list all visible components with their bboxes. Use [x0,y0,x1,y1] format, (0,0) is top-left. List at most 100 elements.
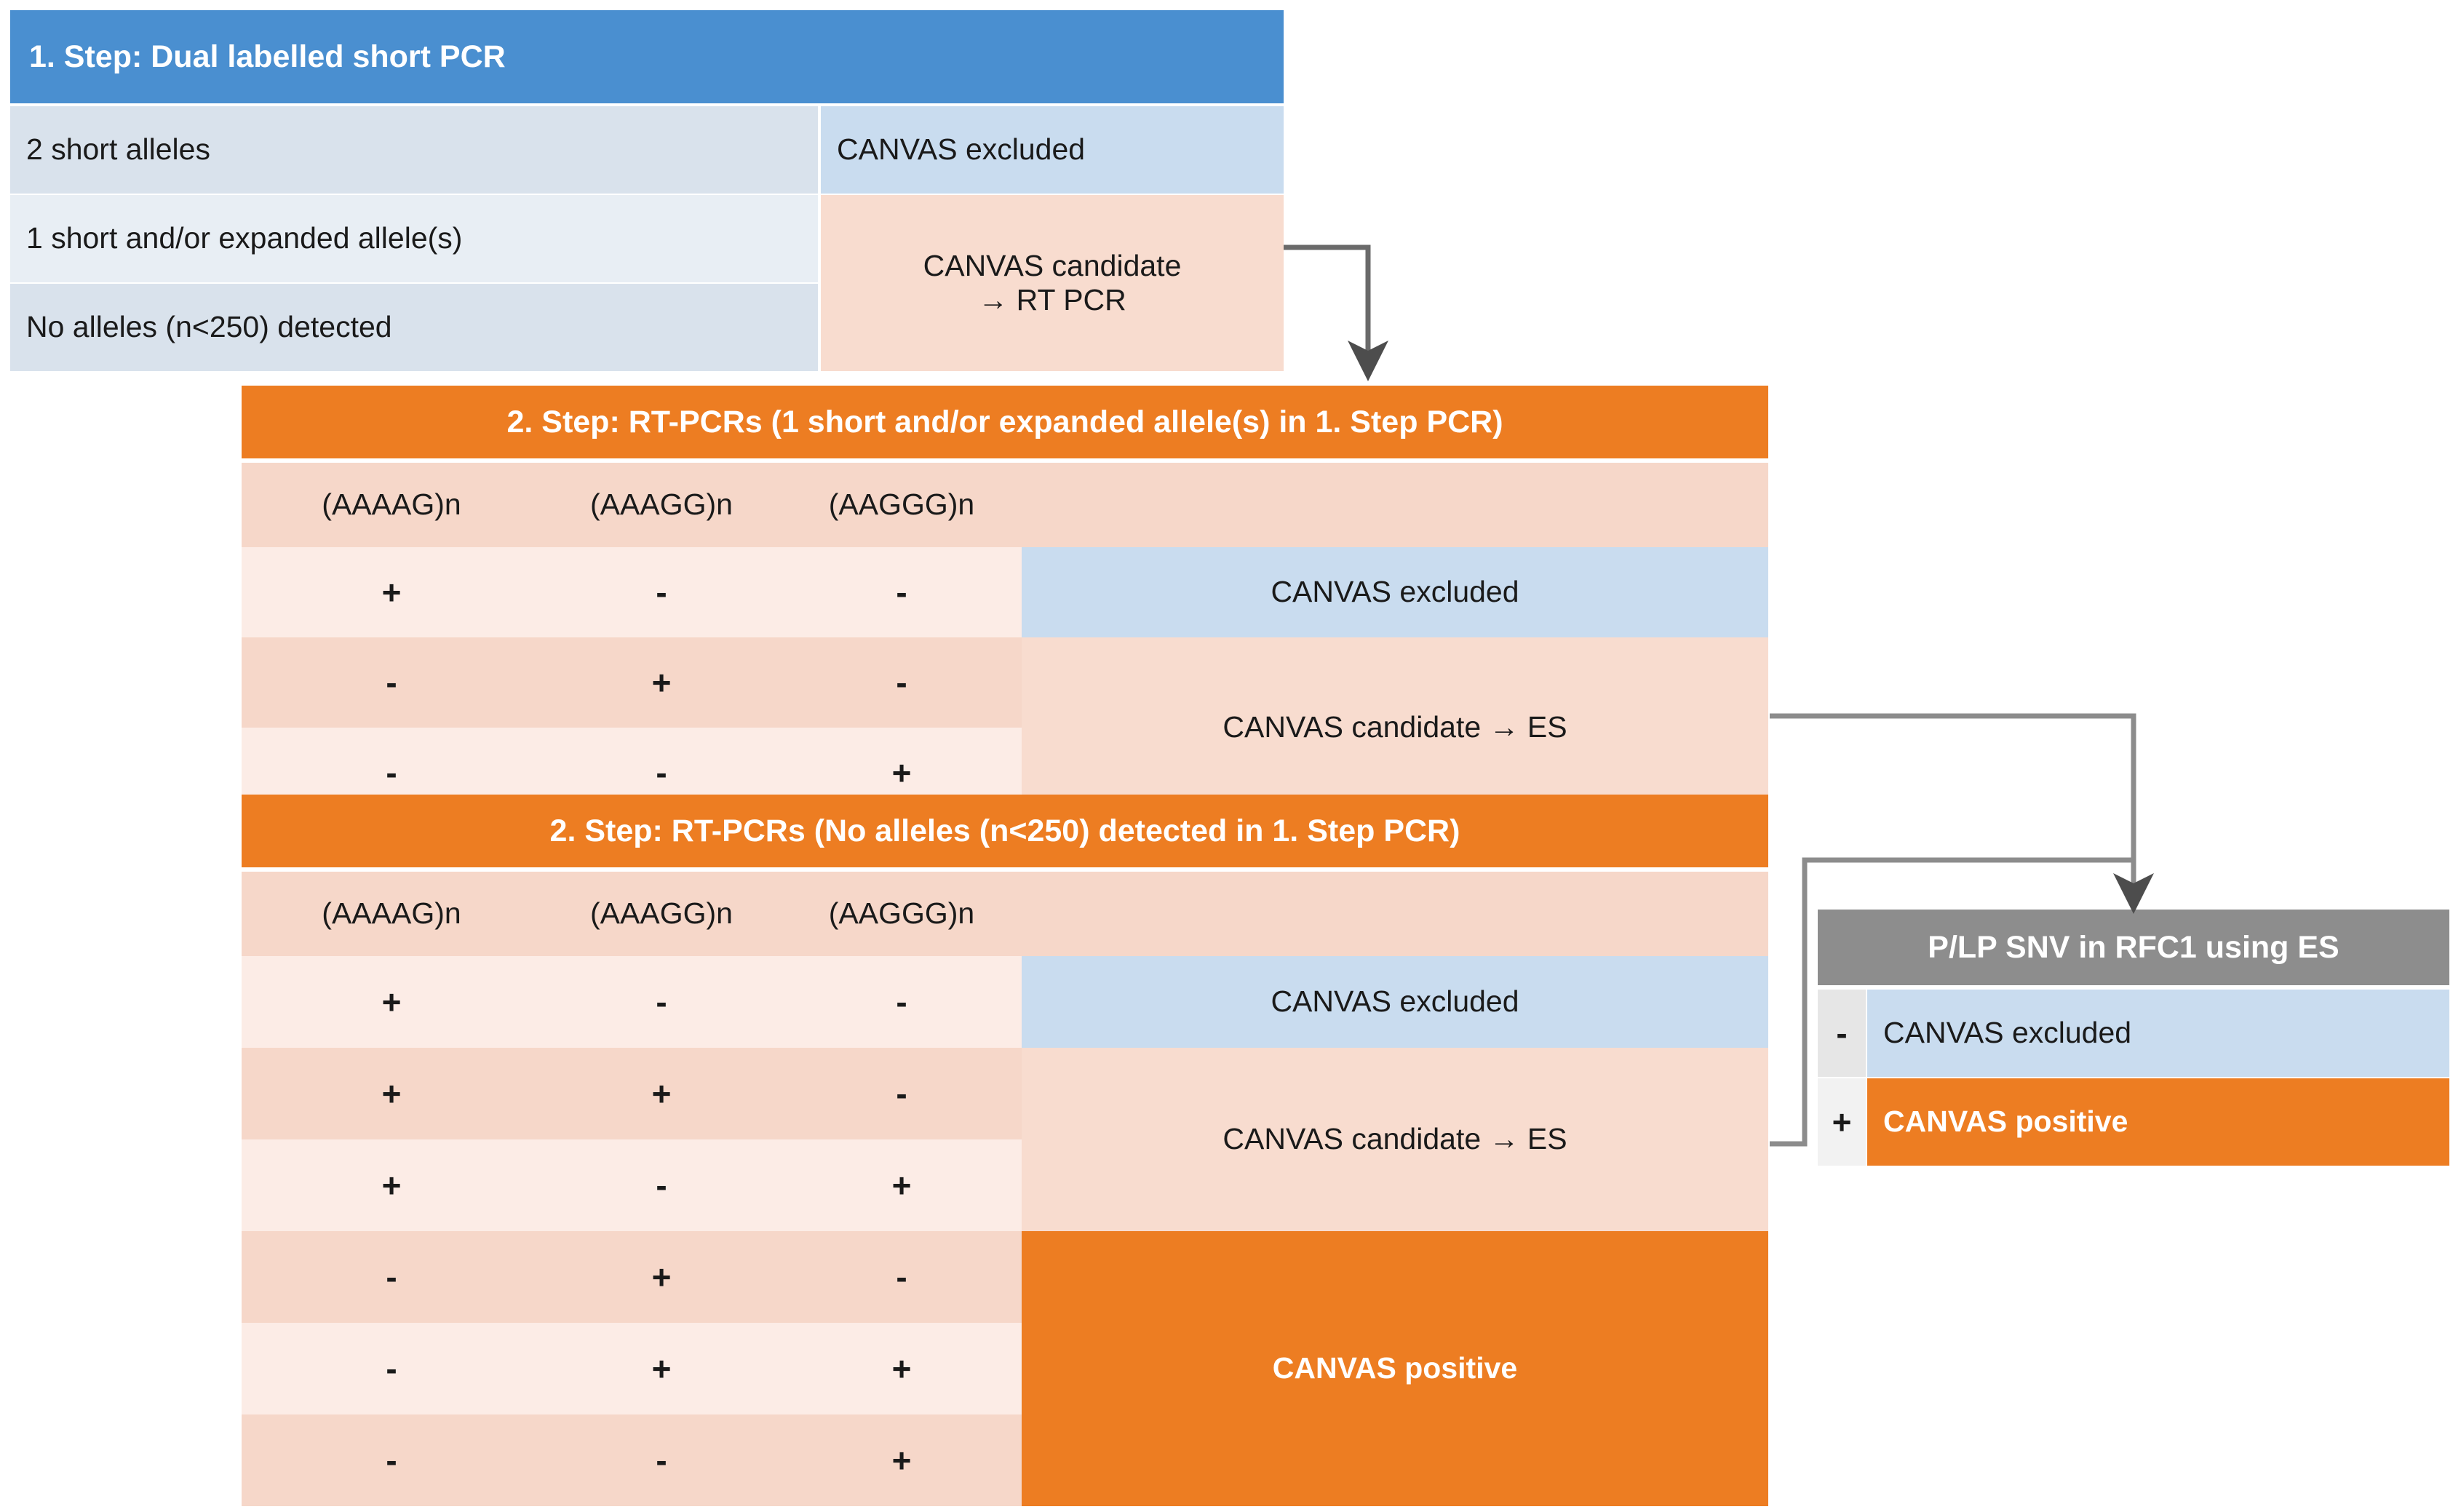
sign: - [386,754,397,792]
step1-candidate-line2: → RT PCR [978,283,1126,317]
result-label: CANVAS excluded [1883,1016,2132,1050]
col-label: (AAGGG)n [828,896,975,931]
sign: + [891,754,912,792]
step1-condition-1-short-expanded: 1 short and/or expanded allele(s) [10,195,818,282]
step2b-header-bar: 2. Step: RT-PCRs (No alleles (n<250) det… [242,795,1768,867]
step1-header-bar: 1. Step: Dual labelled short PCR [10,10,1284,103]
step2b-r3-aaaag: - [242,1231,541,1323]
sign: + [381,1075,402,1113]
sign: - [386,1350,397,1388]
step2b-r0-result-excluded: CANVAS excluded [1022,956,1768,1048]
step2b-r1-aaggg: - [782,1048,1022,1139]
step2b-r1-aaaag: + [242,1048,541,1139]
step2b-r4-aaagg: + [541,1323,782,1414]
col-label: (AAAAG)n [322,488,461,522]
sign: + [1832,1103,1852,1141]
sign: + [891,1350,912,1388]
step2a-r1-aaggg: - [782,637,1022,728]
connector-step1-to-step2a [1284,244,1388,381]
step2b-r4-aaaag: - [242,1323,541,1414]
step2b-r5-aaggg: + [782,1414,1022,1506]
sign: - [1836,1014,1848,1052]
step2b-title: 2. Step: RT-PCRs (No alleles (n<250) det… [549,813,1460,848]
sign: + [381,573,402,611]
sign: - [896,664,907,701]
step1-condition-label: 2 short alleles [26,132,210,167]
sign: - [656,983,667,1021]
step1-condition-label: 1 short and/or expanded allele(s) [26,221,463,255]
step1-condition-2-short-alleles: 2 short alleles [10,106,818,194]
step2a-title: 2. Step: RT-PCRs (1 short and/or expande… [506,404,1503,439]
col-label: (AAAAG)n [322,896,461,931]
sign: - [896,1258,907,1296]
step2b-r0-aaaag: + [242,956,541,1048]
sign: - [896,983,907,1021]
step2a-r0-result-excluded: CANVAS excluded [1022,547,1768,637]
step2a-colhdr-aaagg: (AAAGG)n [541,463,782,547]
sign: - [656,573,667,611]
sign: + [651,1350,672,1388]
step2b-r2-aaagg: - [541,1139,782,1231]
step2b-r1-aaagg: + [541,1048,782,1139]
sign: + [891,1441,912,1479]
step1-condition-label: No alleles (n<250) detected [26,310,392,344]
sign: + [651,1075,672,1113]
sign: - [656,754,667,792]
step2a-header-bar: 2. Step: RT-PCRs (1 short and/or expande… [242,386,1768,458]
step2a-colhdr-aaggg: (AAGGG)n [782,463,1022,547]
sign: - [386,1441,397,1479]
step1-result-candidate-rtpcr: CANVAS candidate → RT PCR [821,195,1284,371]
step2a-colhdr-aaaag: (AAAAG)n [242,463,541,547]
col-label: (AAAGG)n [590,488,733,522]
step2b-result-candidate-es: CANVAS candidate → ES [1022,1048,1768,1231]
sign: - [386,664,397,701]
col-label: (AAAGG)n [590,896,733,931]
result-label: CANVAS candidate → ES [1222,710,1567,744]
sign: + [381,1166,402,1204]
es-header-bar: P/LP SNV in RFC1 using ES [1818,910,2449,985]
step1-title: 1. Step: Dual labelled short PCR [29,39,506,74]
step2a-r1-aaagg: + [541,637,782,728]
es-r1-result-positive: CANVAS positive [1867,1078,2449,1166]
step2b-r5-aaaag: - [242,1414,541,1506]
result-label: CANVAS excluded [1271,984,1519,1019]
step1-candidate-line1: CANVAS candidate [923,248,1182,282]
step2a-r1-aaaag: - [242,637,541,728]
sign: + [651,1258,672,1296]
sign: + [891,1166,912,1204]
connector-step2a-to-es [1770,713,2154,914]
step2a-r0-aaaag: + [242,547,541,637]
sign: - [656,1166,667,1204]
step2b-r4-aaggg: + [782,1323,1022,1414]
step1-result-label: CANVAS excluded [837,132,1086,167]
es-r0-sign: - [1818,990,1866,1077]
sign: - [896,1075,907,1113]
step2b-r2-aaggg: + [782,1139,1022,1231]
step2b-colhdr-aaaag: (AAAAG)n [242,872,541,956]
step2b-r0-aaggg: - [782,956,1022,1048]
sign: + [651,664,672,701]
result-label: CANVAS candidate → ES [1222,1122,1567,1156]
es-r0-result-excluded: CANVAS excluded [1867,990,2449,1077]
es-r1-sign: + [1818,1078,1866,1166]
sign: - [386,1258,397,1296]
sign: + [381,983,402,1021]
es-title: P/LP SNV in RFC1 using ES [1928,929,2339,965]
sign: - [896,573,907,611]
col-label: (AAGGG)n [828,488,975,522]
step2b-r0-aaagg: - [541,956,782,1048]
step2a-r0-aaggg: - [782,547,1022,637]
step2b-r3-aaggg: - [782,1231,1022,1323]
result-label: CANVAS positive [1272,1351,1518,1385]
step2b-colhdr-aaagg: (AAAGG)n [541,872,782,956]
step2b-r3-aaagg: + [541,1231,782,1323]
step2a-r0-aaagg: - [541,547,782,637]
sign: - [656,1441,667,1479]
step1-condition-no-alleles: No alleles (n<250) detected [10,284,818,371]
step2b-colhdr-result [1022,872,1768,956]
result-label: CANVAS positive [1883,1105,2128,1139]
step2b-result-canvas-positive: CANVAS positive [1022,1231,1768,1506]
result-label: CANVAS excluded [1271,575,1519,609]
step2b-colhdr-aaggg: (AAGGG)n [782,872,1022,956]
step2b-r2-aaaag: + [242,1139,541,1231]
